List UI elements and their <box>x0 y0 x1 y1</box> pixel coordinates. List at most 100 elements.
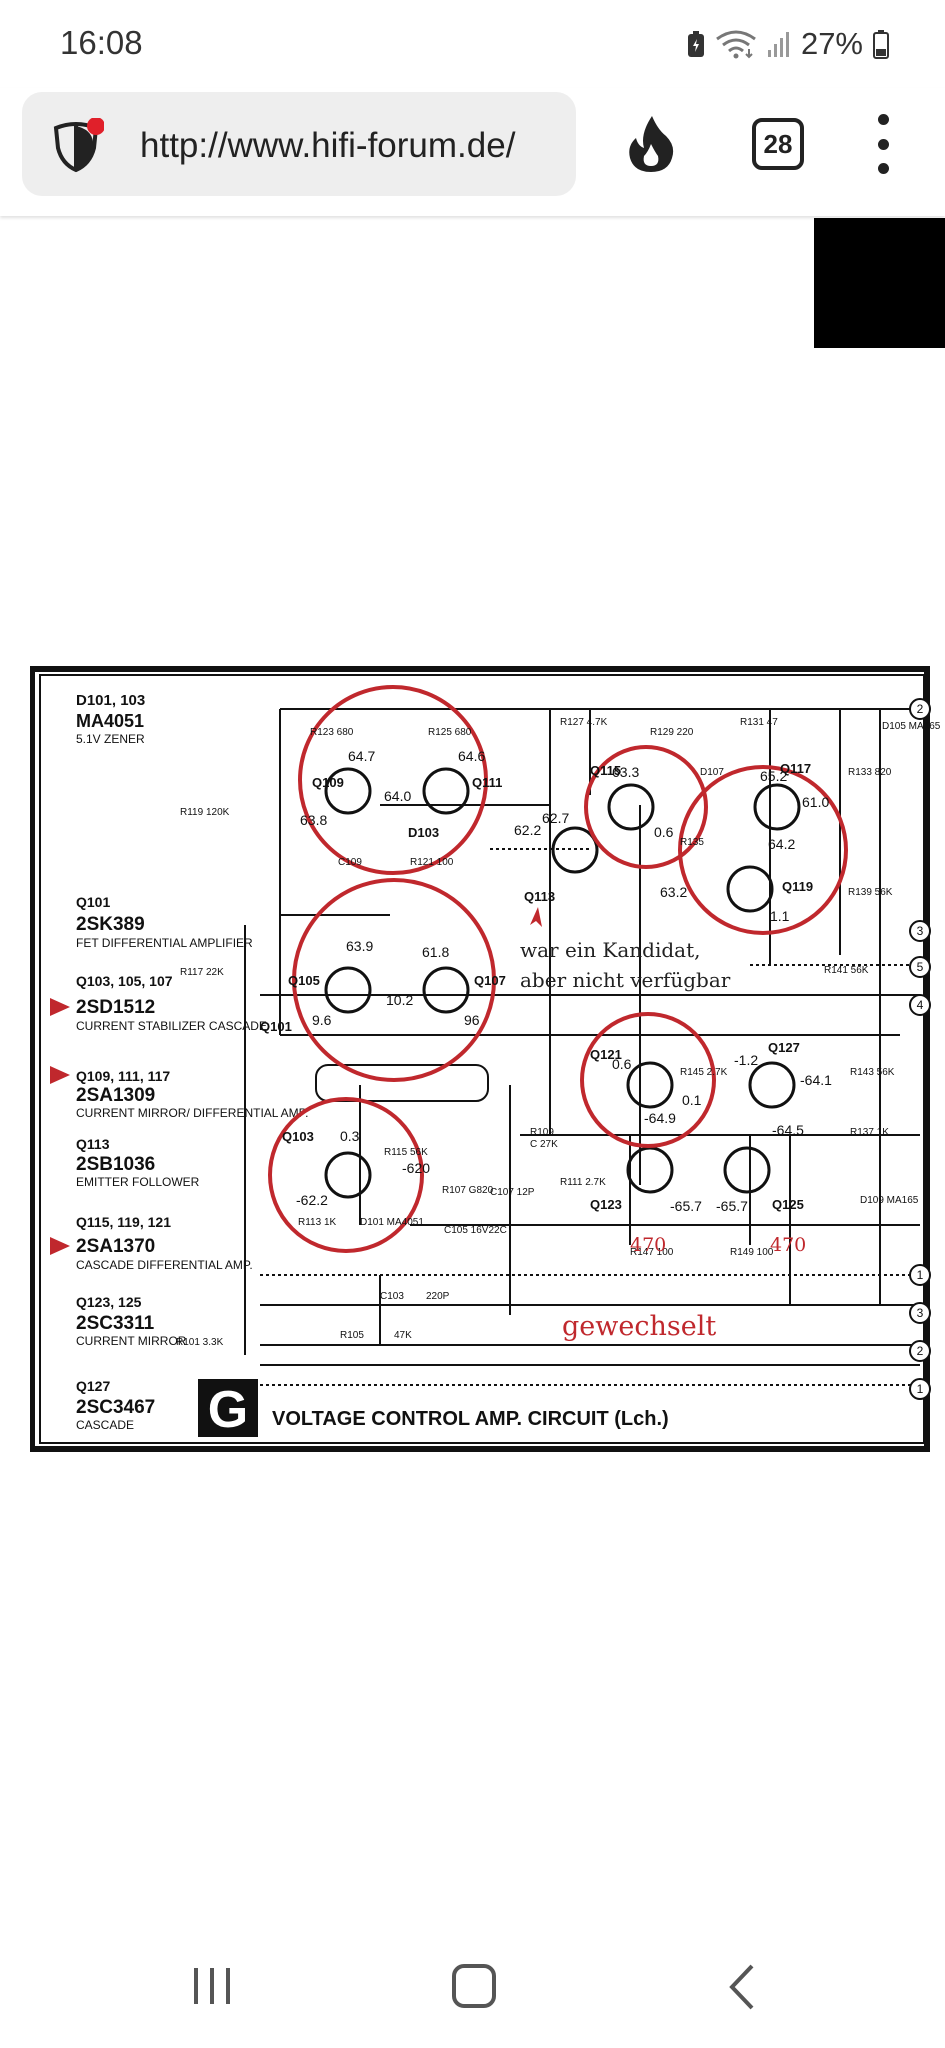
label-r137: R137 1K <box>850 1127 889 1138</box>
voltage-64-7: 64.7 <box>348 748 375 764</box>
voltage-65-2: 65.2 <box>760 768 787 784</box>
menu-icon[interactable] <box>868 114 898 174</box>
schematic-title: VOLTAGE CONTROL AMP. CIRCUIT (Lch.) <box>272 1408 669 1430</box>
label-c105: C105 16V22C <box>444 1225 507 1236</box>
voltage-0-6-b: 0.6 <box>612 1056 632 1072</box>
node-5: 5 <box>917 960 924 974</box>
voltage-neg-64-9: -64.9 <box>644 1110 676 1126</box>
voltage-neg-620: -620 <box>402 1160 430 1176</box>
home-icon[interactable] <box>452 1964 496 2008</box>
node-2-b: 2 <box>917 1344 924 1358</box>
section-letter: G <box>208 1381 248 1439</box>
tabs-button[interactable]: 28 <box>752 118 804 170</box>
voltage-61-0: 61.0 <box>802 794 829 810</box>
voltage-62-7: 62.7 <box>542 810 569 826</box>
voltage-neg-65-7-a: -65.7 <box>670 1198 702 1214</box>
address-bar[interactable]: http://www.hifi-forum.de/ <box>22 92 576 196</box>
fire-icon[interactable] <box>622 114 680 174</box>
annotation-r149-470: 470 <box>770 1234 806 1256</box>
recent-apps-icon[interactable] <box>190 1964 234 2008</box>
battery-icon <box>873 30 889 59</box>
voltage-64-6: 64.6 <box>458 748 485 764</box>
voltage-63-8: 63.8 <box>300 812 327 828</box>
voltage-63-2: 63.2 <box>660 884 687 900</box>
legend-q115: Q115, 119, 121 <box>76 1214 171 1230</box>
legend-emitter: EMITTER FOLLOWER <box>76 1175 200 1189</box>
label-r121: R121 100 <box>410 857 454 868</box>
label-q117: Q117 <box>780 761 811 776</box>
label-c103-val: 220P <box>426 1291 450 1302</box>
voltage-0-6: 0.6 <box>654 824 674 840</box>
voltage-61-8: 61.8 <box>422 944 449 960</box>
voltage-1-1: 1.1 <box>770 908 790 924</box>
browser-toolbar: http://www.hifi-forum.de/ 28 <box>0 88 945 216</box>
annotation-gewechselt: gewechselt <box>562 1311 716 1342</box>
label-r105: R105 <box>340 1330 364 1341</box>
red-arrow-3 <box>50 1237 70 1255</box>
red-circle-q115 <box>584 745 708 869</box>
legend-2sc3311: 2SC3311 <box>76 1313 155 1334</box>
label-q123: Q123 <box>590 1197 622 1212</box>
label-c107: C107 12P <box>490 1187 535 1198</box>
node-1-b: 1 <box>917 1382 924 1396</box>
label-q121: Q121 <box>590 1047 622 1062</box>
voltage-0-3: 0.3 <box>340 1128 360 1144</box>
label-r135: R135 <box>680 837 704 848</box>
legend-mirror: CURRENT MIRROR/ DIFFERENTIAL AMP. <box>76 1106 308 1120</box>
label-q113: Q113 <box>524 889 555 904</box>
label-r141: R141 56K <box>824 965 869 976</box>
label-d107: D107 <box>700 767 724 778</box>
red-arrow-2 <box>50 1066 70 1084</box>
back-icon[interactable] <box>722 1962 762 2012</box>
label-r145: R145 2.7K <box>680 1067 728 1078</box>
label-q115: Q115 <box>590 763 621 778</box>
status-time: 16:08 <box>60 24 143 61</box>
legend-2sa1309: 2SA1309 <box>76 1085 155 1106</box>
legend-2sc3467: 2SC3467 <box>76 1397 155 1418</box>
label-r109: R109 <box>530 1127 554 1138</box>
node-4: 4 <box>917 998 924 1012</box>
label-r113: R113 1K <box>298 1217 337 1228</box>
voltage-64-0: 64.0 <box>384 788 411 804</box>
schematic-image: D101, 103 MA4051 5.1V ZENER Q101 2SK389 … <box>30 665 945 1455</box>
legend-q103: Q103, 105, 107 <box>76 973 173 989</box>
red-circle-q105-q107 <box>292 878 496 1082</box>
legend-q109: Q109, 111, 117 <box>76 1068 170 1084</box>
legend-q127: Q127 <box>76 1378 110 1394</box>
label-r117: R117 22K <box>180 967 224 978</box>
label-c109: C109 <box>338 857 362 868</box>
label-r125: R125 680 <box>428 727 472 738</box>
voltage-64-2: 64.2 <box>768 836 795 852</box>
legend-ma4051: MA4051 <box>76 711 144 731</box>
voltage-62-2: 62.2 <box>514 822 541 838</box>
legend-d101: D101, 103 <box>76 692 145 709</box>
label-c103: C103 <box>380 1291 404 1302</box>
signal-icon <box>767 32 789 57</box>
label-r133: R133 820 <box>848 767 892 778</box>
legend-2sb1036: 2SB1036 <box>76 1154 155 1175</box>
annotation-candidate-1: war ein Kandidat, <box>520 938 701 962</box>
label-q101: Q101 <box>260 1019 292 1034</box>
voltage-96: 96 <box>464 1012 480 1028</box>
label-d101: D101 MA4051 <box>360 1217 424 1228</box>
legend-cascade-2: CASCADE <box>76 1418 134 1432</box>
label-q111: Q111 <box>472 775 502 790</box>
label-q109: Q109 <box>312 775 344 790</box>
voltage-neg-64-5: -64.5 <box>772 1122 804 1138</box>
label-r109-val: C 27K <box>530 1139 558 1150</box>
legend-2sa1370: 2SA1370 <box>76 1236 155 1257</box>
red-circle-q109-q111 <box>298 685 488 875</box>
label-d105: D105 MA165 <box>882 721 941 732</box>
node-3-b: 3 <box>917 1306 924 1320</box>
node-2: 2 <box>917 702 924 716</box>
shield-icon[interactable] <box>48 117 105 174</box>
label-q103: Q103 <box>282 1129 314 1144</box>
voltage-10-2: 10.2 <box>386 992 413 1008</box>
status-icons: 27% <box>687 26 889 62</box>
label-r123: R123 680 <box>310 727 354 738</box>
legend-cascade: CASCADE DIFFERENTIAL AMP. <box>76 1258 253 1272</box>
url-text[interactable]: http://www.hifi-forum.de/ <box>140 126 516 165</box>
red-pointer-q113 <box>530 907 542 927</box>
label-r129: R129 220 <box>650 727 694 738</box>
system-nav-bar <box>0 1924 945 2048</box>
